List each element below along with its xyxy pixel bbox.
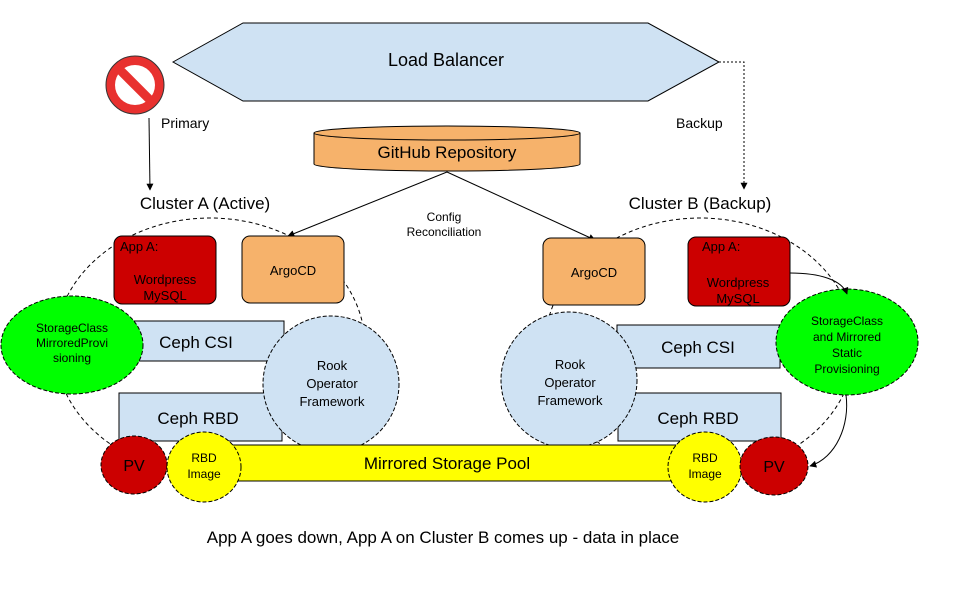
cluster-b-storageclass-line4: Provisioning	[814, 362, 879, 376]
backup-label: Backup	[676, 115, 723, 131]
cluster-b-storageclass-line2: and Mirrored	[813, 330, 881, 344]
cluster-b-title: Cluster B (Backup)	[629, 194, 772, 213]
cluster-b-rook-line2: Operator	[544, 375, 596, 390]
cluster-a-rbd-line2: Image	[187, 467, 221, 481]
cluster-b-rbd-line1: RBD	[692, 451, 718, 465]
cluster-b-storageclass-line3: Static	[832, 346, 862, 360]
cluster-b-rook-line1: Rook	[555, 357, 586, 372]
cluster-b-pv-label: PV	[763, 459, 785, 476]
mirrored-storage-pool: Mirrored Storage Pool	[198, 444, 705, 482]
cluster-a-ceph-csi-label: Ceph CSI	[159, 333, 233, 352]
backup-arrow	[719, 61, 748, 190]
primary-arrow	[146, 117, 154, 191]
cluster-a-rook-line2: Operator	[306, 376, 358, 391]
cluster-a-app: App A: Wordpress MySQL	[113, 235, 217, 305]
app-to-storageclass-arrow	[789, 272, 849, 295]
cluster-a-storageclass: StorageClass MirroredProvi sioning	[0, 295, 144, 395]
cluster-a-app-line3: MySQL	[143, 288, 186, 303]
cluster-b-rbd-line2: Image	[688, 467, 722, 481]
storageclass-to-pv-arrow	[809, 394, 848, 468]
cluster-a-rook-line3: Framework	[299, 394, 365, 409]
cluster-b-rbd-image: RBD Image	[667, 431, 743, 503]
load-balancer-label: Load Balancer	[388, 50, 504, 70]
cluster-a-pv-label: PV	[123, 458, 145, 475]
caption: App A goes down, App A on Cluster B come…	[207, 528, 680, 547]
config-label-line1: Config	[427, 210, 462, 224]
cluster-a-argocd: ArgoCD	[241, 235, 345, 304]
cluster-a-rbd-image: RBD Image	[166, 431, 242, 503]
cluster-b-argocd-label: ArgoCD	[571, 265, 617, 280]
cluster-a-rook: Rook Operator Framework	[262, 315, 400, 453]
cluster-b-storageclass-line1: StorageClass	[811, 314, 883, 328]
cluster-b-app-line2: Wordpress	[707, 275, 770, 290]
cluster-b-argocd: ArgoCD	[542, 237, 646, 306]
config-label-line2: Reconciliation	[407, 225, 482, 239]
cluster-b-app: App A: Wordpress MySQL	[687, 236, 791, 307]
cluster-b-pv: PV	[739, 436, 809, 496]
load-balancer: Load Balancer	[171, 22, 721, 102]
cluster-b-rook: Rook Operator Framework	[500, 311, 638, 449]
storage-pool-label: Mirrored Storage Pool	[364, 454, 530, 473]
cluster-a-storageclass-line3: sioning	[53, 351, 91, 365]
github-label: GitHub Repository	[378, 143, 517, 162]
config-arrow-a	[287, 171, 448, 237]
cluster-b-app-line1: App A:	[702, 239, 740, 254]
cluster-b-app-line3: MySQL	[716, 291, 759, 306]
cluster-a-app-line1: App A:	[120, 239, 158, 254]
cluster-a-pv: PV	[100, 435, 168, 495]
cluster-b-ceph-csi: Ceph CSI	[616, 324, 781, 369]
primary-label: Primary	[161, 115, 209, 131]
cluster-a-argocd-label: ArgoCD	[270, 263, 316, 278]
cluster-a-title: Cluster A (Active)	[140, 194, 270, 213]
config-arrow-b	[446, 171, 596, 241]
cluster-a-ceph-rbd-label: Ceph RBD	[157, 409, 238, 428]
no-entry-icon	[105, 55, 165, 115]
cluster-a-app-line2: Wordpress	[134, 272, 197, 287]
cluster-b-rook-line3: Framework	[537, 393, 603, 408]
cluster-b-ceph-csi-label: Ceph CSI	[661, 338, 735, 357]
cluster-b-ceph-rbd-label: Ceph RBD	[657, 409, 738, 428]
cluster-a-ceph-csi: Ceph CSI	[121, 320, 285, 362]
github-repository: GitHub Repository	[313, 125, 581, 172]
cluster-a-storageclass-line2: MirroredProvi	[36, 336, 108, 350]
cluster-a-rook-line1: Rook	[317, 358, 348, 373]
cluster-b-storageclass: StorageClass and Mirrored Static Provisi…	[775, 288, 919, 396]
cluster-a-rbd-line1: RBD	[191, 451, 217, 465]
cluster-a-storageclass-line1: StorageClass	[36, 321, 108, 335]
